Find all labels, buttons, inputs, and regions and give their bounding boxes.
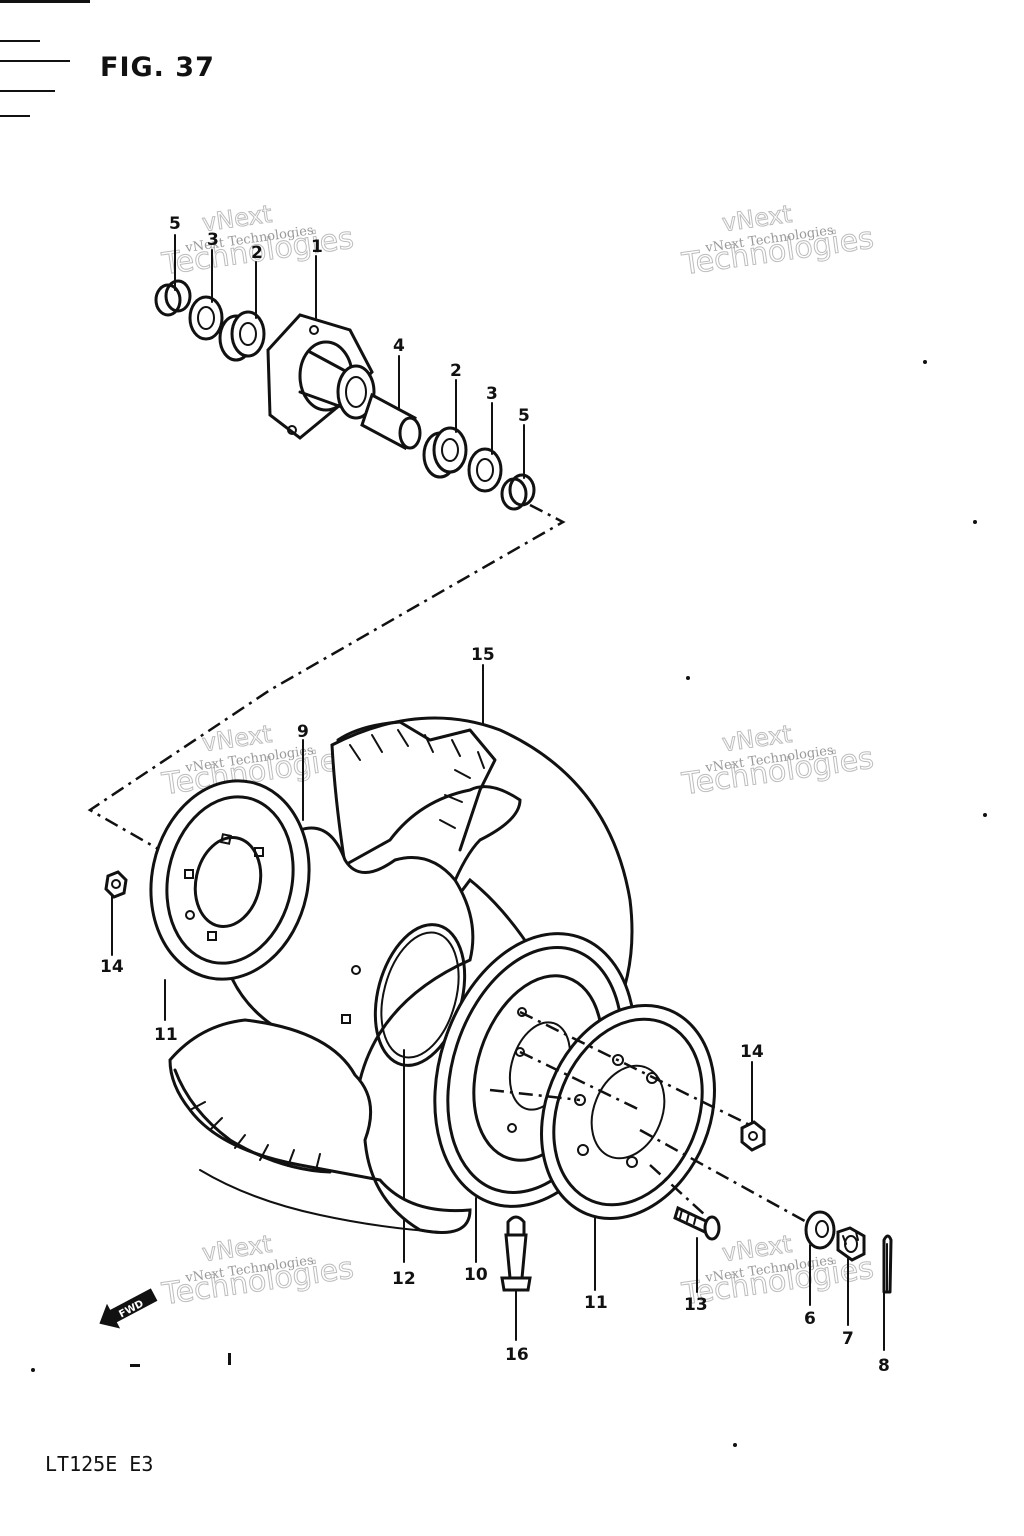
callout-2-bearing: 2 — [450, 361, 462, 381]
callout-14-left: 14 — [100, 957, 124, 977]
callout-5-spacer: 5 — [518, 406, 530, 426]
callout-11-left: 11 — [154, 1025, 178, 1045]
spacer-5-icon — [500, 473, 536, 511]
hub-seal-3-icon — [188, 295, 224, 341]
scan-noise — [0, 0, 987, 1447]
callout-11-right: 11 — [584, 1293, 608, 1313]
callout-5-top: 5 — [169, 214, 181, 234]
hub-spacer-5-icon — [154, 279, 192, 317]
stud-alignment-lines — [489, 1010, 813, 1227]
castle-nut-7-icon — [836, 1226, 866, 1262]
forward-direction-arrow-icon: FWD — [99, 1288, 158, 1329]
washer-6-icon — [804, 1210, 836, 1250]
wheel-hub-1-icon — [266, 313, 376, 440]
callout-7-nut: 7 — [842, 1329, 854, 1349]
callout-15-tire: 15 — [471, 645, 495, 665]
hub-nut-14-right-icon — [740, 1120, 766, 1152]
callout-14-right: 14 — [740, 1042, 764, 1062]
callout-3-top: 3 — [207, 230, 219, 250]
callout-9-rim: 9 — [297, 722, 309, 742]
tire-valve-16-icon — [500, 1215, 532, 1292]
figure-title: FIG. 37 — [100, 52, 215, 83]
seal-3-icon — [467, 447, 503, 493]
callout-leaders — [111, 234, 885, 1351]
assembly-axis-line — [87, 503, 566, 852]
callout-8-pin: 8 — [878, 1356, 890, 1376]
spacer-tube-4-icon — [360, 392, 422, 451]
cotter-pin-8-icon — [882, 1234, 893, 1294]
model-code: LT125E E3 — [45, 1452, 154, 1476]
callout-3-seal: 3 — [486, 384, 498, 404]
hub-assembly — [154, 279, 536, 511]
callout-1-hub: 1 — [311, 237, 323, 257]
callout-12-band: 12 — [392, 1269, 416, 1289]
callout-13-bolt: 13 — [684, 1295, 708, 1315]
watermark-mid-right: vNext Technologies vNext Technologies — [679, 719, 877, 803]
callout-labels: 5 3 2 1 4 2 3 5 15 9 14 11 14 12 10 11 1… — [100, 214, 890, 1376]
watermark-top-right: vNext Technologies vNext Technologies — [679, 199, 877, 283]
callout-10-rim: 10 — [464, 1265, 488, 1285]
brake-disc-11-right-icon — [540, 1003, 716, 1221]
callout-2-top: 2 — [251, 243, 263, 263]
callout-16-valve: 16 — [505, 1345, 529, 1365]
watermark-bottom-left: vNext Technologies vNext Technologies — [159, 1229, 357, 1313]
brake-disc-11-left-icon — [149, 779, 311, 981]
callout-4-spacer: 4 — [393, 336, 405, 356]
bearing-2-icon — [422, 426, 468, 479]
bolt-13-icon — [673, 1205, 721, 1241]
hub-nut-14-left-icon — [104, 870, 128, 899]
callout-6-washer: 6 — [804, 1309, 816, 1329]
hub-bearing-2-icon — [218, 310, 266, 362]
